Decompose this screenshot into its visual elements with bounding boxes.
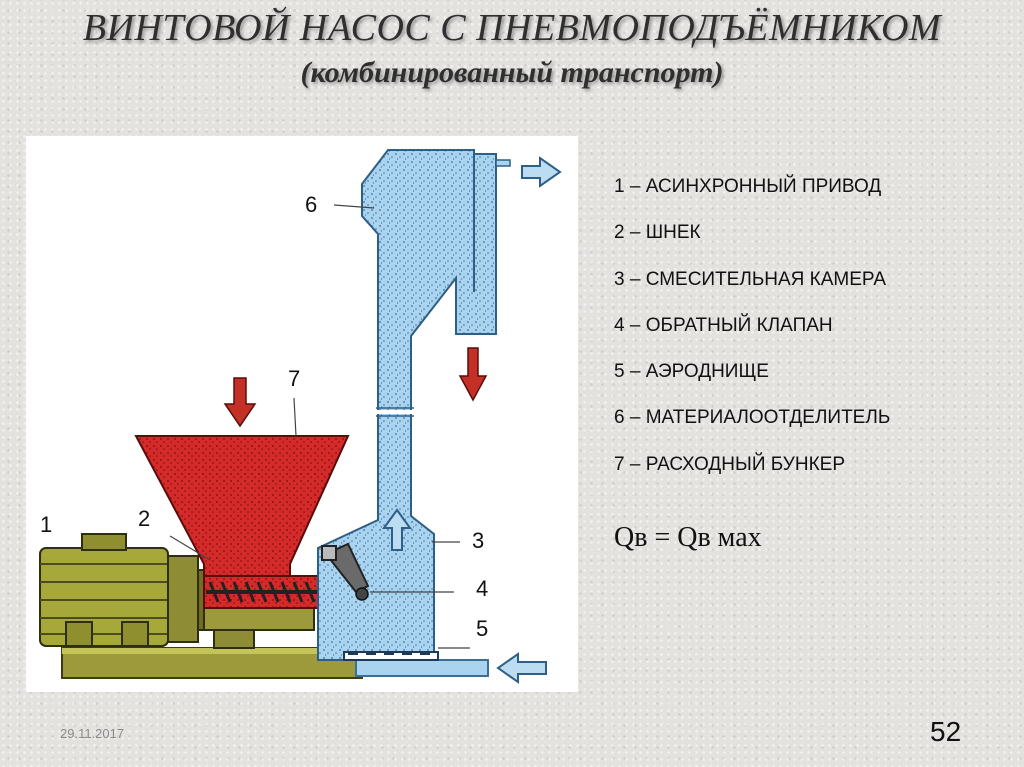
legend-list: 1 – АСИНХРОННЫЙ ПРИВОД 2 – ШНЕК 3 – СМЕС…	[614, 172, 890, 496]
legend-item: 1 – АСИНХРОННЫЙ ПРИВОД	[614, 176, 882, 197]
callout-3: 3	[472, 528, 485, 553]
page-number: 52	[930, 716, 962, 747]
arrow-load-red-icon	[223, 377, 257, 428]
arrow-down-red-icon	[458, 347, 488, 402]
callout-2: 2	[138, 506, 151, 531]
callout-1: 1	[40, 512, 53, 537]
formula: Qв = Qв мах	[614, 522, 762, 553]
legend-item: 7 – РАСХОДНЫЙ БУНКЕР	[614, 453, 845, 475]
legend-item: 4 – ОБРАТНЫЙ КЛАПАН	[614, 314, 833, 336]
callout-7: 7	[288, 366, 301, 391]
legend-item: 5 – АЭРОДНИЩЕ	[614, 361, 769, 383]
legend-item: 3 – СМЕСИТЕЛЬНАЯ КАМЕРА	[614, 268, 887, 290]
pump-diagram: 6 7 1 2 3 4 5	[26, 136, 578, 692]
check-valve	[321, 542, 370, 601]
callout-leaders	[169, 204, 470, 649]
legend-item: 2 – ШНЕК	[614, 222, 701, 244]
callout-4: 4	[476, 576, 489, 601]
air-inlet-pipe	[355, 659, 489, 677]
callout-6: 6	[305, 192, 318, 217]
callout-5: 5	[476, 616, 489, 641]
slide-title: ВИНТОВОЙ НАСОС С ПНЕВМОПОДЪЁМНИКОМ	[82, 7, 942, 49]
arrow-up-blue-icon	[382, 508, 412, 551]
screw-auger	[203, 575, 324, 609]
arrow-out-icon	[521, 156, 562, 188]
arrow-air-in-icon	[496, 652, 547, 684]
aero-bottom	[343, 651, 439, 661]
slide-date: 29.11.2017	[60, 726, 125, 741]
legend-item: 6 – МАТЕРИАЛООТДЕЛИТЕЛЬ	[614, 407, 891, 429]
slide-subtitle: (комбинированный транспорт)	[300, 56, 724, 89]
base-frame	[61, 647, 363, 679]
material-separator-column	[317, 149, 511, 661]
